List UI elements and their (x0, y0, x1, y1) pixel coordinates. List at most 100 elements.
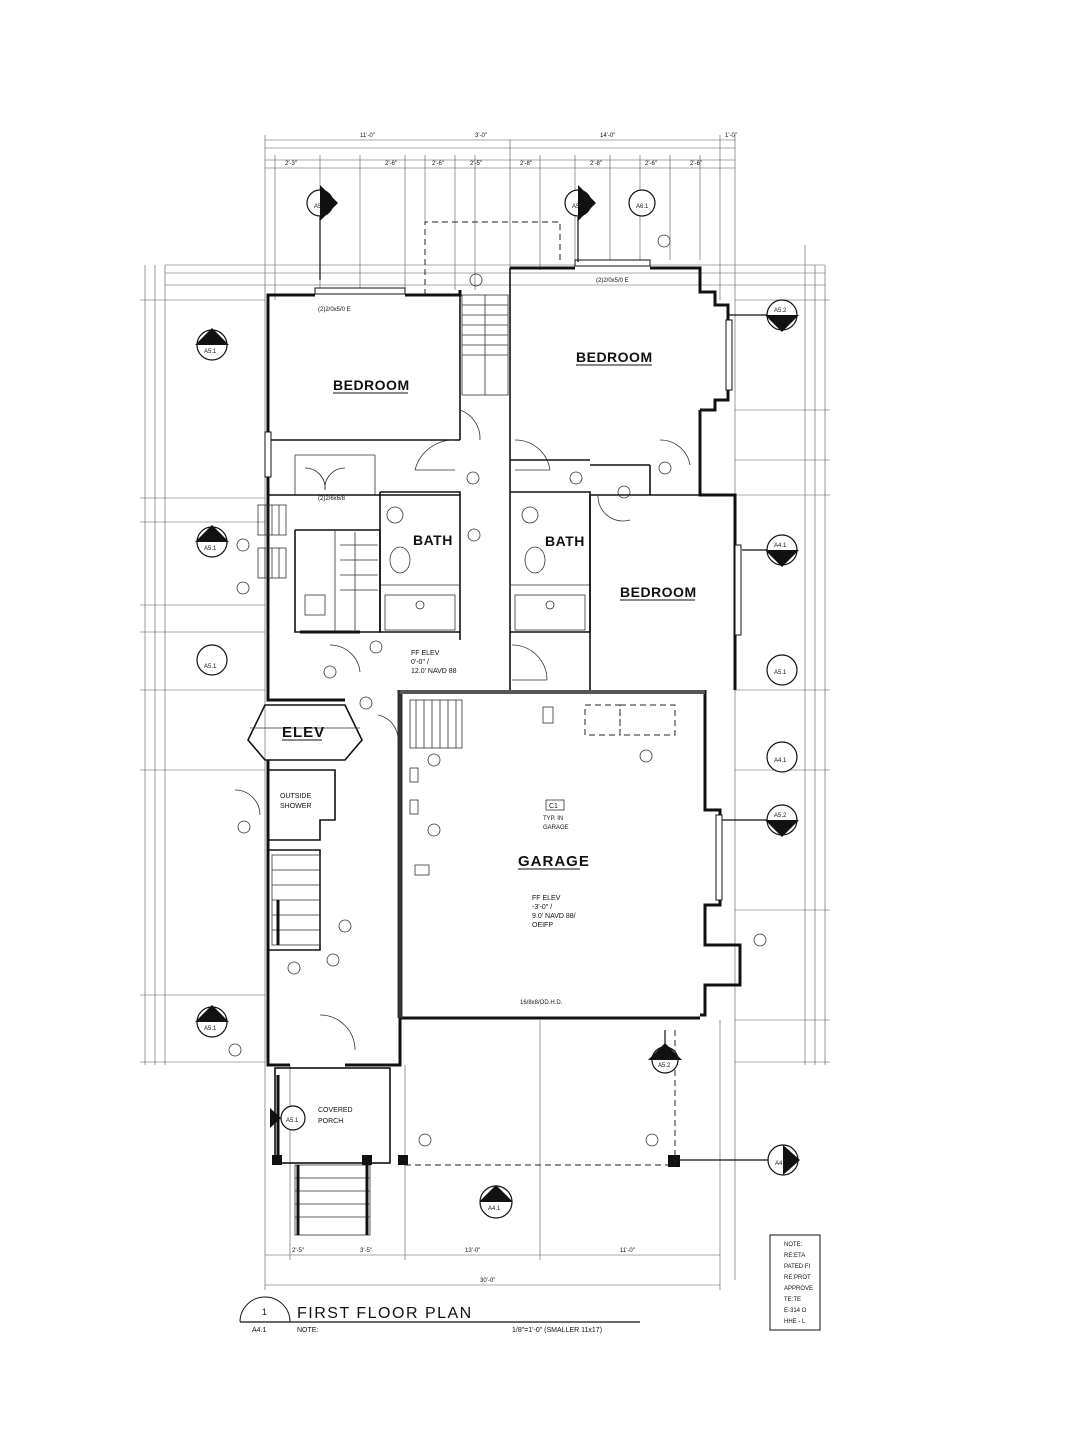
interior-walls (268, 400, 700, 951)
callout-right-2: A4.1 (742, 534, 799, 567)
c1-tag: C1 (549, 803, 558, 810)
side-note-2: PATED FI (784, 1264, 810, 1270)
svg-text:11'-0": 11'-0" (360, 133, 375, 139)
callout-top-mid: A5.2 (564, 185, 596, 262)
outside-shower-label-1: OUTSIDE (280, 793, 311, 800)
covered-porch-label-2: PORCH (318, 1118, 343, 1125)
plan-notes: FF ELEV 0'-0" / 12.0' NAVD 88 FF ELEV -3… (318, 278, 629, 1006)
svg-text:1'-0": 1'-0" (725, 133, 737, 139)
callout-right-4: A4.1 (766, 741, 798, 773)
svg-text:2'-3": 2'-3" (285, 161, 297, 167)
svg-text:A5.2: A5.2 (774, 308, 787, 314)
svg-text:A5.2: A5.2 (572, 204, 585, 210)
room-labels: BEDROOM BEDROOM BEDROOM BATH BATH ELEV G… (280, 349, 697, 1125)
svg-text:A5.2: A5.2 (658, 1063, 671, 1069)
title-text: FIRST FLOOR PLAN (297, 1305, 473, 1322)
svg-text:A5.1: A5.1 (314, 204, 327, 210)
title-sheet: A4.1 (252, 1327, 267, 1334)
svg-text:A5.1: A5.1 (204, 546, 217, 552)
garage-label: GARAGE (518, 853, 590, 870)
ff-elev-garage-4: OEIFP (532, 922, 553, 929)
svg-text:A5.1: A5.1 (204, 1026, 217, 1032)
windows (264, 259, 742, 901)
section-callouts: A5.1 A5.2 A6.1 A5.1 A5.1 A5.1 (195, 185, 800, 1219)
side-dimension-lines (140, 245, 830, 1065)
svg-text:30'-0": 30'-0" (480, 1278, 495, 1284)
closet-door-note: (2)2/6x6/8 (318, 496, 346, 502)
window-ne-note: (2)2/0x5/0 E (596, 278, 629, 284)
svg-text:3'-0": 3'-0" (475, 133, 487, 139)
elevator-label: ELEV (282, 724, 325, 741)
top-dimension-lines: 11'-0" 3'-0" 14'-0" 1'-0" 2'-3" 2'-6" 2'… (165, 133, 825, 1290)
callout-bottom-center: A4.1 (479, 1185, 513, 1219)
callout-top-left: A5.1 (306, 185, 338, 280)
callout-right-1: A5.2 (728, 299, 799, 332)
ff-elev-garage-3: 9.0' NAVD 88/ (532, 913, 576, 920)
bedroom-ne-label: BEDROOM (576, 349, 653, 365)
title-scale: 1/8"=1'-0" (SMALLER 11x17) (512, 1327, 602, 1334)
svg-text:A4.1: A4.1 (774, 758, 787, 764)
svg-text:14'-0": 14'-0" (600, 133, 615, 139)
door-swings (234, 409, 691, 1051)
svg-text:A5.1: A5.1 (204, 349, 217, 355)
covered-porch-label-1: COVERED (318, 1107, 353, 1114)
svg-text:13'-0": 13'-0" (465, 1248, 480, 1254)
svg-text:2'-5": 2'-5" (292, 1248, 304, 1254)
svg-text:A6.1: A6.1 (636, 204, 649, 210)
bath-right-label: BATH (545, 533, 585, 549)
outside-shower-label-2: SHOWER (280, 803, 312, 810)
svg-text:A4.1: A4.1 (774, 543, 787, 549)
window-nw-note: (2)2/0x5/0 E (318, 307, 351, 313)
ff-elev-garage-2: -3'-0" / (532, 904, 552, 911)
fixtures (257, 504, 586, 876)
side-note-1: RE:ETA (784, 1253, 805, 1259)
svg-text:2'-8": 2'-8" (590, 161, 602, 167)
side-note-6: E-314 O (784, 1308, 807, 1314)
svg-text:3'-5": 3'-5" (360, 1248, 372, 1254)
callout-left-1: A5.1 (195, 328, 229, 361)
callout-bottom-right: A4.1 (680, 1144, 800, 1176)
callout-right-5: A5.2 (722, 804, 799, 837)
bath-left-label: BATH (413, 532, 453, 548)
title-number: 1 (262, 1307, 267, 1317)
svg-text:A4.1: A4.1 (775, 1161, 788, 1167)
drawing-title: 1 A4.1 FIRST FLOOR PLAN NOTE: 1/8"=1'-0"… (239, 1296, 640, 1334)
svg-text:2'-6": 2'-6" (690, 161, 702, 167)
exterior-walls (266, 262, 742, 1067)
side-note-box: NOTE: RE:ETA PATED FI RE:PROT APPROVE TE… (769, 1234, 821, 1331)
callout-garage-south: A5.2 (648, 1030, 682, 1074)
callout-right-3: A5.1 (766, 654, 798, 686)
svg-text:A4.1: A4.1 (488, 1206, 501, 1212)
svg-text:A5.1: A5.1 (286, 1118, 299, 1124)
ff-elev-upper-1: FF ELEV (411, 650, 440, 657)
side-note-4: APPROVE (784, 1286, 813, 1292)
svg-text:11'-0": 11'-0" (620, 1248, 635, 1254)
ff-elev-upper-2: 0'-0" / (411, 659, 429, 666)
keynote-bubbles (228, 234, 767, 1147)
callout-porch-west: A5.1 (270, 1105, 306, 1131)
side-note-7: HHE - L (784, 1319, 806, 1325)
callout-left-2: A5.1 (195, 525, 229, 558)
ff-elev-upper-3: 12.0' NAVD 88 (411, 668, 457, 675)
svg-text:A5.1: A5.1 (774, 670, 787, 676)
callout-left-3: A5.1 (196, 644, 228, 676)
side-note-3: RE:PROT (784, 1275, 811, 1281)
dashed-outlines (424, 221, 676, 736)
svg-text:2'-8": 2'-8" (520, 161, 532, 167)
stairs (271, 294, 509, 1236)
callout-left-4: A5.1 (195, 1005, 229, 1038)
c1-note-2: GARAGE (543, 825, 569, 831)
bedroom-e-label: BEDROOM (620, 584, 697, 600)
title-note-label: NOTE: (297, 1327, 318, 1334)
side-note-0: NOTE: (784, 1242, 803, 1248)
covered-porch-outline (272, 1030, 680, 1167)
ff-elev-garage-1: FF ELEV (532, 895, 561, 902)
svg-text:2'-5": 2'-5" (470, 161, 482, 167)
garage-door-note: 16/8x8/OD.H.D. (520, 1000, 563, 1006)
callout-top-right: A6.1 (628, 189, 656, 217)
svg-text:2'-6": 2'-6" (385, 161, 397, 167)
bedroom-nw-label: BEDROOM (333, 377, 410, 393)
svg-text:A5.1: A5.1 (204, 664, 217, 670)
elevator-shaft (247, 704, 363, 761)
